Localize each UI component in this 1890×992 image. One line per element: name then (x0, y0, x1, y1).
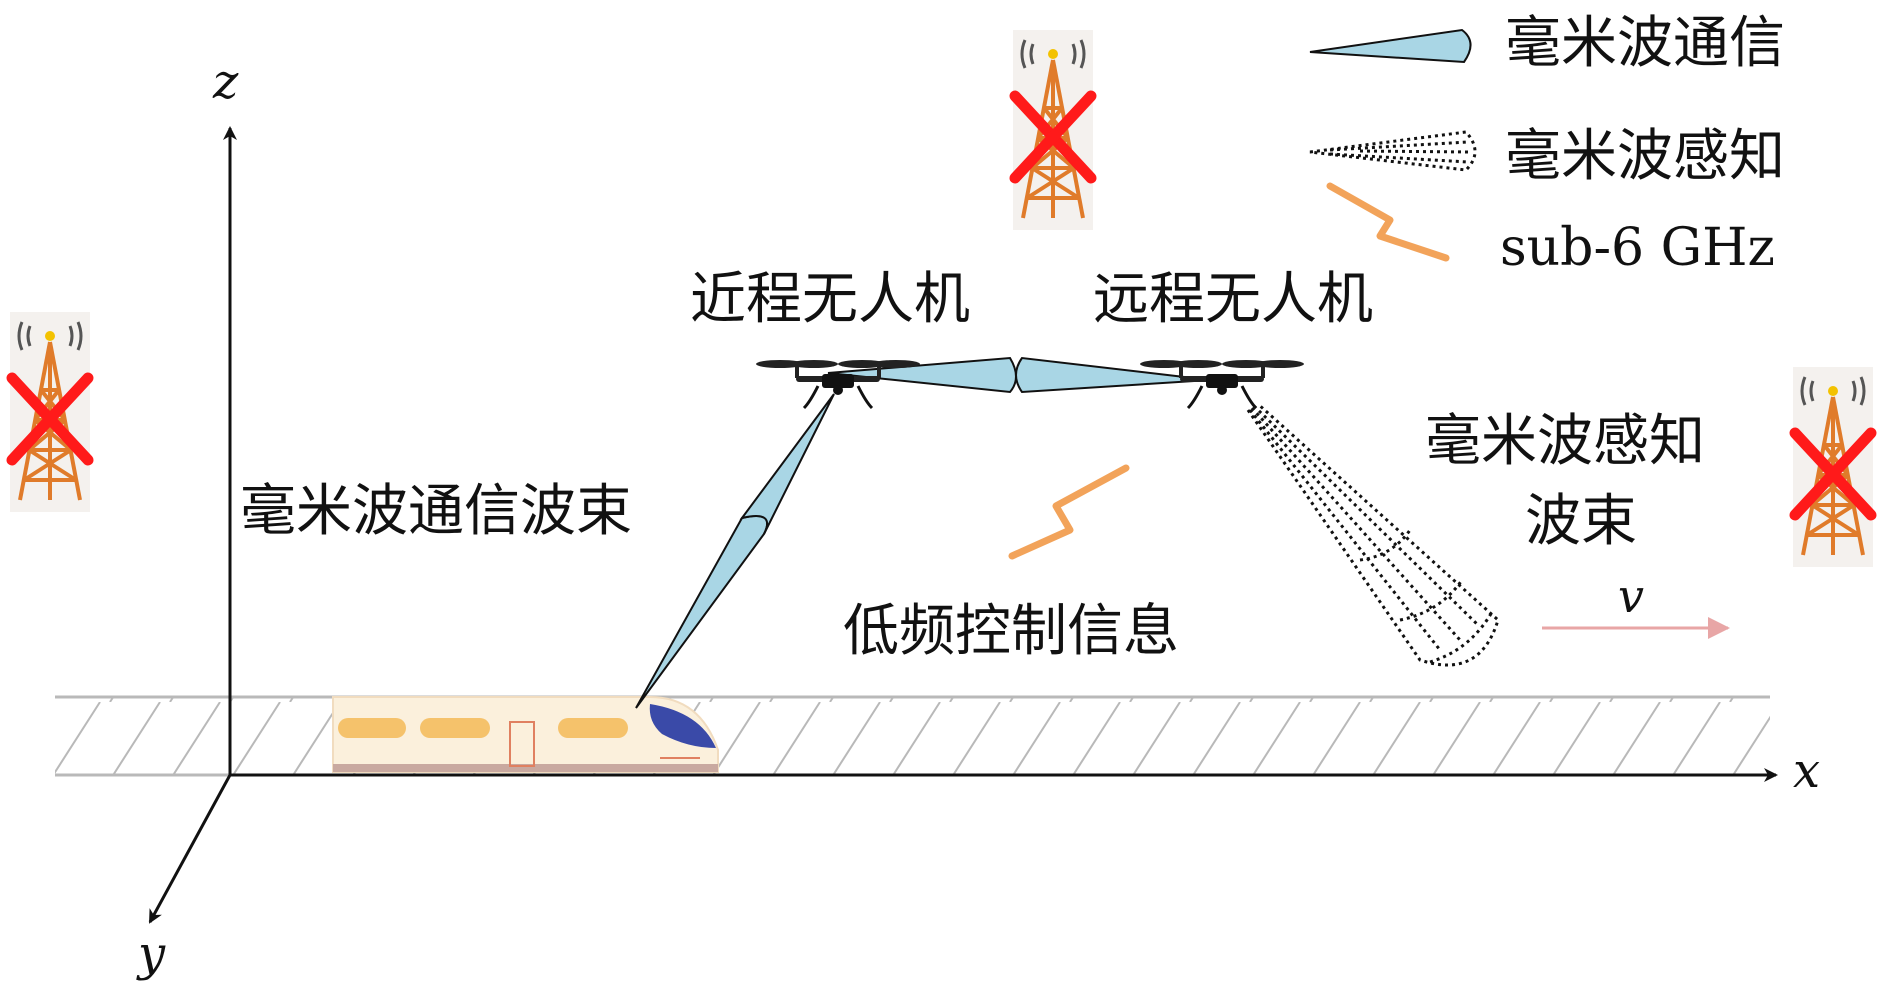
comm-beam-label: 毫米波通信波束 (240, 479, 632, 544)
sub6-link (1008, 464, 1130, 560)
legend-comm-swatch (1309, 28, 1472, 64)
drone-icon (1138, 358, 1306, 410)
comm-beam-train-uav (635, 393, 835, 709)
sense-beam-label-line1: 毫米波感知 (1425, 409, 1705, 474)
near-uav-label: 近程无人机 (690, 267, 970, 332)
tower-icon (1793, 367, 1873, 567)
drone-icon (754, 358, 922, 410)
y-axis-label: y (136, 926, 166, 982)
x-axis-label: x (1793, 743, 1820, 799)
control-info-label: 低频控制信息 (843, 599, 1179, 664)
tower-icon (1013, 30, 1093, 230)
track-ground (55, 695, 1770, 777)
legend-sub6-swatch (1326, 182, 1450, 262)
legend-comm-label: 毫米波通信 (1505, 11, 1785, 76)
far-uav-label: 远程无人机 (1093, 267, 1373, 332)
velocity-label: v (1618, 569, 1644, 623)
legend-sub6-label: sub-6 GHz (1500, 218, 1775, 278)
y-axis (148, 774, 232, 924)
comm-beam-uav-uav (827, 356, 1211, 394)
train-icon (332, 696, 719, 773)
legend-sense-swatch (1309, 130, 1477, 172)
axes: z x y (136, 54, 1820, 982)
legend: 毫米波通信 毫米波感知 sub-6 GHz (1309, 11, 1785, 278)
sense-beam (1246, 402, 1500, 667)
tower-icon (10, 312, 90, 512)
legend-sense-label: 毫米波感知 (1505, 124, 1785, 189)
z-axis-label: z (212, 54, 239, 110)
sense-beam-label-line2: 波束 (1525, 489, 1637, 554)
